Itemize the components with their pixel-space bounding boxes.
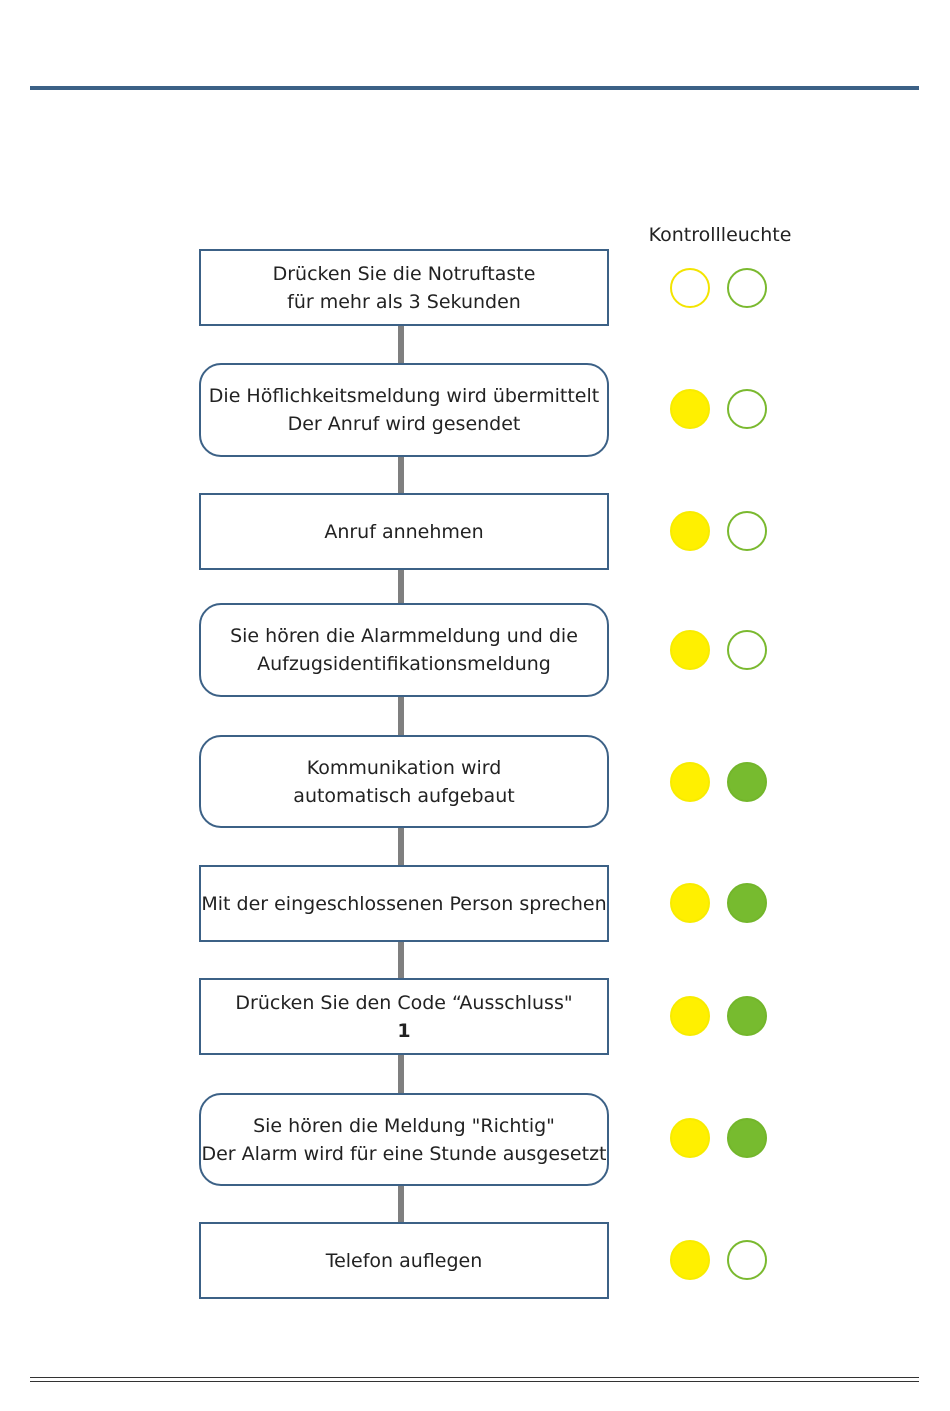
step-text-line: Telefon auflegen: [325, 1249, 483, 1272]
legend-title: Kontrollleuchte: [648, 224, 792, 246]
flow-step-alarm-message: Sie hören die Alarmmeldung und die Aufzu…: [199, 603, 609, 697]
green-lamp-off-indicator: [727, 389, 767, 429]
flow-step-confirmation-message: Sie hören die Meldung "Richtig" Der Alar…: [199, 1093, 609, 1186]
flow-connector: [398, 570, 404, 603]
yellow-lamp-on-indicator: [670, 389, 710, 429]
header-rule: [30, 86, 919, 90]
flow-step-press-emergency-button: Drücken Sie die Notruftaste für mehr als…: [199, 249, 609, 326]
flow-connector: [398, 326, 404, 363]
step-text-line: für mehr als 3 Sekunden: [287, 290, 521, 313]
flow-connector: [398, 697, 404, 735]
green-lamp-off-indicator: [727, 511, 767, 551]
flow-connector: [398, 1055, 404, 1093]
step-text-line: Sie hören die Meldung "Richtig": [253, 1114, 555, 1137]
yellow-lamp-on-indicator: [670, 630, 710, 670]
step-text-line: Die Höflichkeitsmeldung wird übermittelt: [208, 385, 600, 407]
step-text-line: automatisch aufgebaut: [293, 784, 515, 807]
step-text-line: Drücken Sie die Notruftaste: [272, 262, 536, 285]
step-code-value: 1: [397, 1019, 411, 1042]
green-lamp-on-indicator: [727, 883, 767, 923]
flow-step-answer-call: Anruf annehmen: [199, 493, 609, 570]
step-text-line: Drücken Sie den Code “Ausschluss": [235, 991, 573, 1014]
footer-rule: [30, 1377, 919, 1378]
flow-step-hang-up: Telefon auflegen: [199, 1222, 609, 1299]
flow-step-enter-exclusion-code: Drücken Sie den Code “Ausschluss" 1: [199, 978, 609, 1055]
footer-rule: [30, 1381, 919, 1382]
green-lamp-on-indicator: [727, 762, 767, 802]
yellow-lamp-on-indicator: [670, 883, 710, 923]
flow-step-courtesy-message: Die Höflichkeitsmeldung wird übermittelt…: [199, 363, 609, 457]
step-text-line: Anruf annehmen: [324, 520, 484, 543]
step-text-line: Aufzugsidentifikationsmeldung: [257, 653, 551, 675]
flow-connector: [398, 457, 404, 493]
green-lamp-off-indicator: [727, 268, 767, 308]
yellow-lamp-on-indicator: [670, 996, 710, 1036]
yellow-lamp-on-indicator: [670, 1118, 710, 1158]
step-text-line: Sie hören die Alarmmeldung und die: [230, 625, 578, 647]
yellow-lamp-on-indicator: [670, 762, 710, 802]
step-text-line: Mit der eingeschlossenen Person sprechen: [201, 892, 607, 915]
yellow-lamp-on-indicator: [670, 1240, 710, 1280]
flow-connector: [398, 1186, 404, 1222]
flow-connector: [398, 828, 404, 865]
flow-connector: [398, 942, 404, 978]
green-lamp-off-indicator: [727, 1240, 767, 1280]
flow-step-talk-to-person: Mit der eingeschlossenen Person sprechen: [199, 865, 609, 942]
yellow-lamp-off-indicator: [670, 268, 710, 308]
green-lamp-on-indicator: [727, 996, 767, 1036]
green-lamp-on-indicator: [727, 1118, 767, 1158]
step-text-line: Der Alarm wird für eine Stunde ausgesetz…: [201, 1142, 607, 1165]
flow-step-communication-established: Kommunikation wird automatisch aufgebaut: [199, 735, 609, 828]
yellow-lamp-on-indicator: [670, 511, 710, 551]
step-text-line: Kommunikation wird: [306, 756, 502, 779]
green-lamp-off-indicator: [727, 630, 767, 670]
step-text-line: Der Anruf wird gesendet: [287, 413, 521, 435]
